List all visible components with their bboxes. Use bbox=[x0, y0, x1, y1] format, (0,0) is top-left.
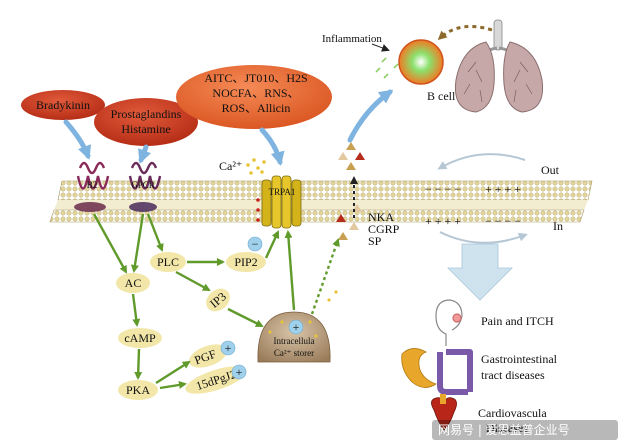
camp-label: cAMP bbox=[124, 331, 156, 345]
pain-itch-icon bbox=[435, 299, 463, 346]
histamine-label: Histamine bbox=[121, 122, 170, 136]
pgj2-plus: + bbox=[236, 365, 243, 379]
ligand-arrows bbox=[63, 89, 394, 166]
inflammation-arrow bbox=[371, 43, 390, 52]
inner-plus-charges: + + + + bbox=[425, 214, 461, 228]
lung-to-bcell-arrow bbox=[437, 24, 493, 41]
gi-icons bbox=[401, 348, 473, 395]
trpa1-label: TRPA1 bbox=[269, 187, 296, 197]
plc-label: PLC bbox=[157, 255, 179, 269]
outer-plus-charges: + + + + bbox=[485, 182, 521, 196]
in-label: In bbox=[553, 219, 563, 233]
pgf-node bbox=[188, 344, 228, 368]
gpcr-receptor bbox=[128, 161, 162, 212]
ca2-ions bbox=[246, 158, 266, 175]
prostaglandins-label: Prostaglandins bbox=[111, 107, 182, 121]
pgj2-node bbox=[185, 366, 247, 394]
cardio-line1: Cardiovascula bbox=[478, 406, 547, 420]
gi-line2: tract diseases bbox=[481, 368, 545, 382]
b2-label: B2 bbox=[87, 180, 98, 190]
pip2-label: PIP2 bbox=[234, 255, 257, 269]
pathway-arrows bbox=[92, 213, 296, 390]
b2-receptor bbox=[74, 161, 110, 212]
store-plus-bubble bbox=[288, 319, 304, 335]
camp-node bbox=[118, 328, 162, 348]
sp-label: SP bbox=[368, 234, 382, 248]
pka-label: PKA bbox=[126, 383, 150, 397]
pgj2-plus-bubble bbox=[231, 364, 247, 380]
pip2-minus-bubble bbox=[247, 236, 263, 252]
outer-minus-charges: − − − − bbox=[425, 182, 461, 196]
neuropeptide-triangles bbox=[336, 142, 365, 240]
lung-icon bbox=[454, 19, 544, 113]
pgf-plus: + bbox=[225, 341, 232, 355]
agonists-line1: AITC、JT010、H2S bbox=[204, 71, 307, 85]
gpcr-label: GPCR bbox=[131, 180, 155, 190]
trpa1-channel bbox=[261, 175, 302, 229]
bradykinin-label: Bradykinin bbox=[36, 98, 90, 112]
agonists-oval bbox=[176, 65, 332, 129]
ac-label: AC bbox=[125, 276, 142, 290]
store-line2: Ca²⁺ storer bbox=[274, 348, 314, 358]
inflammation-label: Inflammation bbox=[322, 33, 382, 45]
ac-node bbox=[116, 273, 150, 293]
ca2-influx-dots bbox=[256, 198, 260, 222]
cgrp-label: CGRP bbox=[368, 222, 400, 236]
cardio-line2: Diseases bbox=[486, 421, 528, 435]
pka-node bbox=[118, 380, 158, 400]
pip2-minus: − bbox=[252, 237, 259, 251]
nka-label: NKA bbox=[368, 210, 394, 224]
ca2-store bbox=[257, 311, 331, 363]
release-ca-dots bbox=[327, 290, 338, 302]
gi-line1: Gastrointestinal bbox=[481, 352, 558, 366]
cycle-arrows bbox=[437, 153, 528, 244]
watermark-bg bbox=[432, 420, 618, 440]
ip3-node bbox=[206, 288, 230, 312]
pgf-plus-bubble bbox=[220, 340, 236, 356]
store-plus: + bbox=[293, 320, 300, 334]
pain-itch-label: Pain and ITCH bbox=[481, 314, 554, 328]
store-ca-dots bbox=[268, 320, 318, 338]
out-label: Out bbox=[541, 163, 560, 177]
store-to-release-arrow bbox=[310, 238, 340, 315]
b-cell-label: B cell bbox=[427, 89, 456, 103]
store-line1: Intracellula bbox=[274, 336, 315, 346]
agonists-line3: ROS、Allicin bbox=[222, 101, 291, 115]
heart-icon bbox=[431, 394, 457, 431]
prostaglandins-histamine-oval bbox=[94, 98, 198, 146]
pip2-node bbox=[226, 252, 266, 272]
ca2-label: Ca²⁺ bbox=[219, 159, 242, 173]
plc-node bbox=[150, 252, 186, 272]
bradykinin-oval bbox=[21, 90, 105, 120]
watermark: 网易号 | 爱思益普企业号 bbox=[438, 422, 570, 437]
b-cell bbox=[398, 39, 444, 85]
agonists-line2: NOCFA、RNS、 bbox=[212, 86, 299, 100]
cell-membrane bbox=[49, 180, 593, 223]
cytokine-dashes bbox=[375, 57, 399, 79]
outcome-arrow bbox=[447, 243, 513, 301]
inner-minus-charges: − − − − bbox=[485, 214, 521, 228]
